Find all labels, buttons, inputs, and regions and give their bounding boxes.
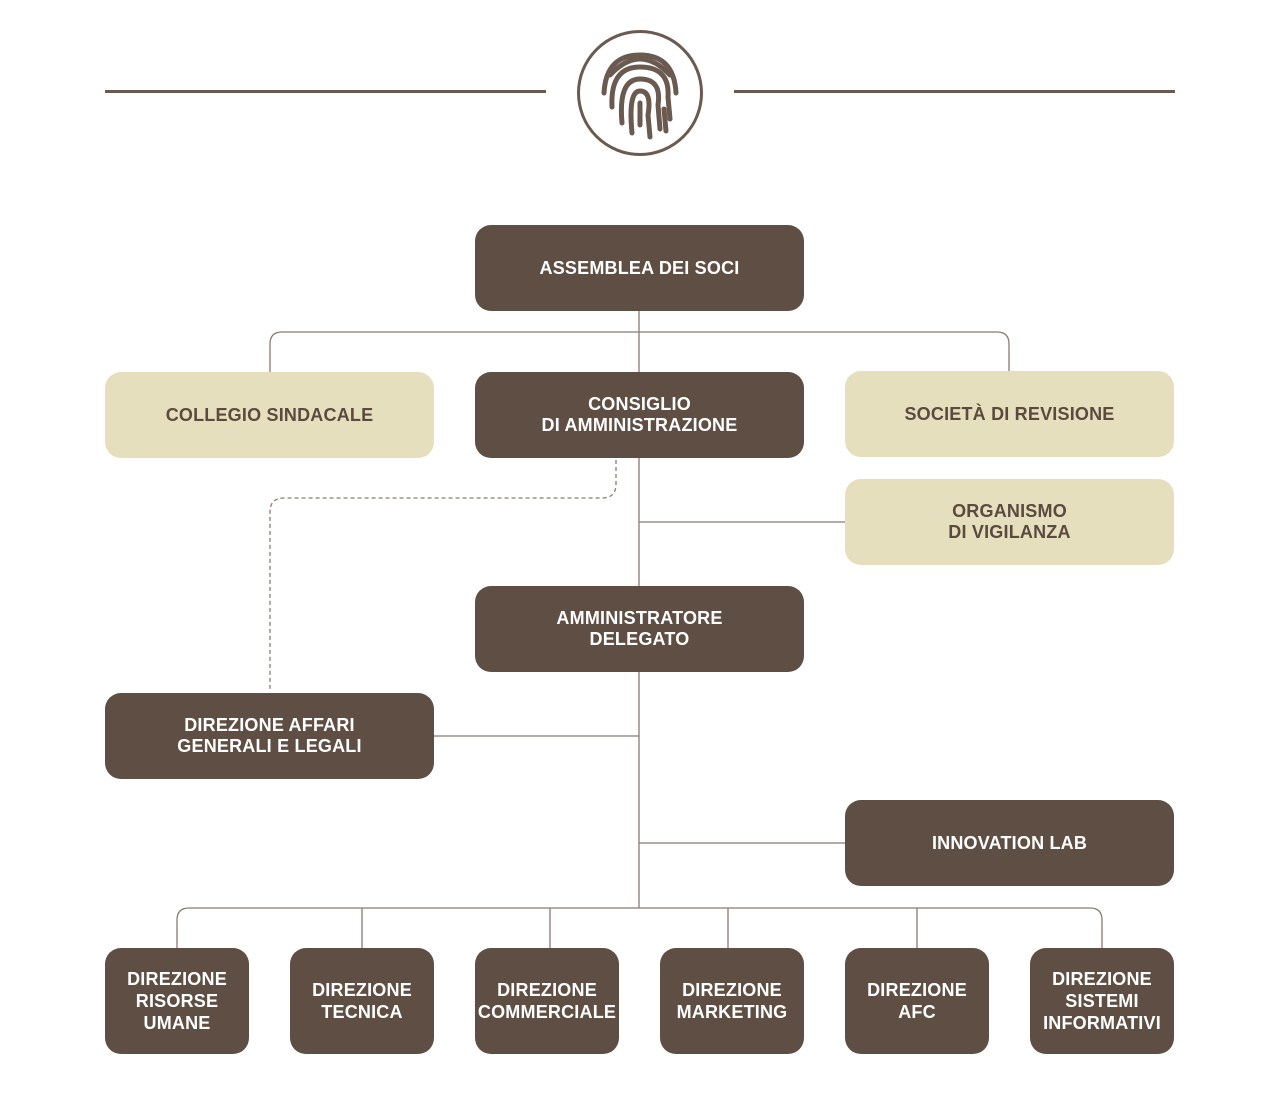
node-direzione-afc: DIREZIONE AFC bbox=[845, 948, 989, 1054]
logo-badge bbox=[577, 30, 703, 156]
node-direzione-sistemi-informativi: DIREZIONE SISTEMI INFORMATIVI bbox=[1030, 948, 1174, 1054]
node-amministratore-delegato: AMMINISTRATORE DELEGATO bbox=[475, 586, 804, 672]
node-direzione-commerciale: DIREZIONE COMMERCIALE bbox=[475, 948, 619, 1054]
node-innovation-lab: INNOVATION LAB bbox=[845, 800, 1174, 886]
header-line-left bbox=[105, 90, 546, 93]
header-line-right bbox=[734, 90, 1175, 93]
fingerprint-icon bbox=[601, 52, 679, 140]
node-direzione-affari-generali-legali: DIREZIONE AFFARI GENERALI E LEGALI bbox=[105, 693, 434, 779]
node-organismo-di-vigilanza: ORGANISMO DI VIGILANZA bbox=[845, 479, 1174, 565]
node-collegio-sindacale: COLLEGIO SINDACALE bbox=[105, 372, 434, 458]
node-direzione-risorse-umane: DIREZIONE RISORSE UMANE bbox=[105, 948, 249, 1054]
node-consiglio-di-amministrazione: CONSIGLIO DI AMMINISTRAZIONE bbox=[475, 372, 804, 458]
node-direzione-marketing: DIREZIONE MARKETING bbox=[660, 948, 804, 1054]
node-assemblea-dei-soci: ASSEMBLEA DEI SOCI bbox=[475, 225, 804, 311]
node-societa-di-revisione: SOCIETÀ DI REVISIONE bbox=[845, 371, 1174, 457]
node-direzione-tecnica: DIREZIONE TECNICA bbox=[290, 948, 434, 1054]
